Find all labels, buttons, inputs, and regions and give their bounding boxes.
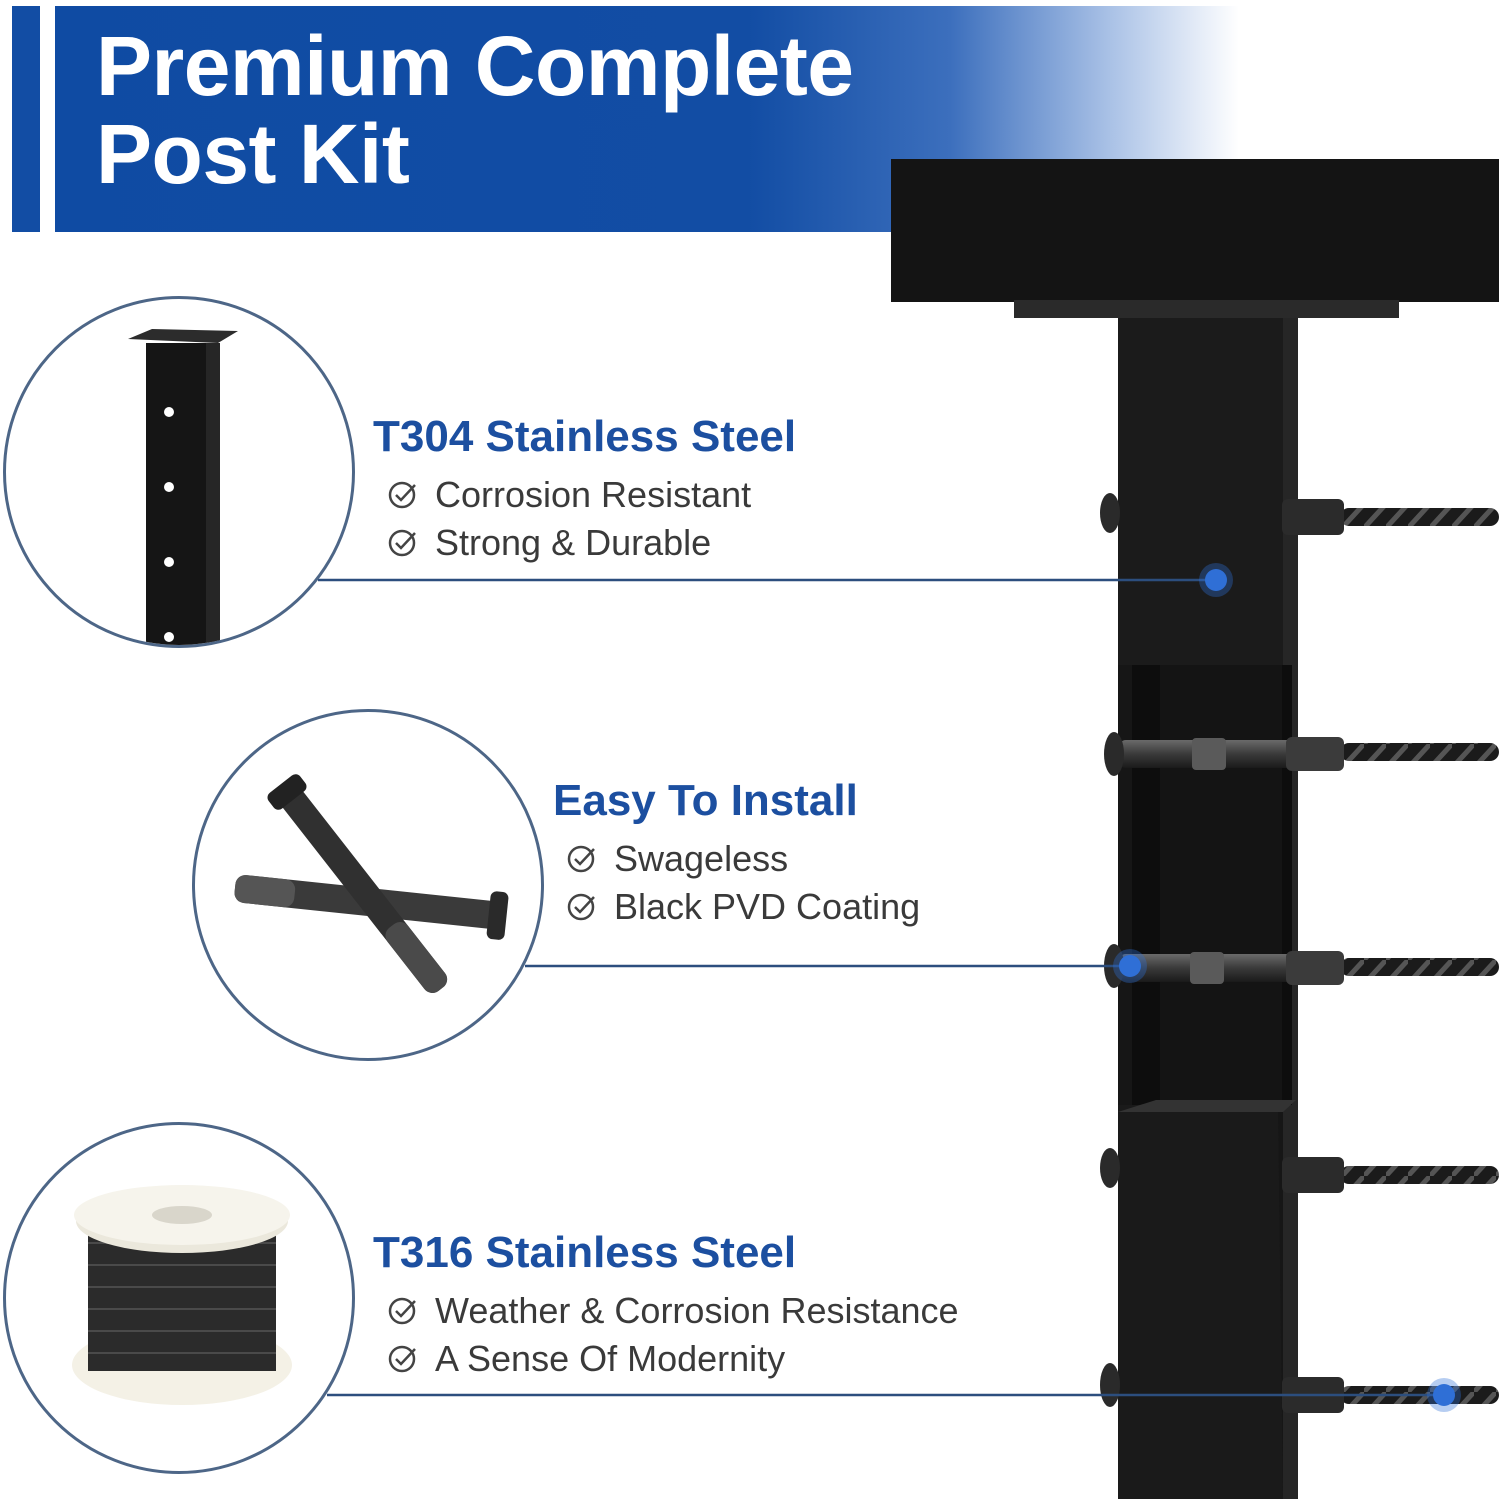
feature-bullet: Corrosion Resistant [388,473,751,517]
tensioner-collar-3 [1286,951,1344,985]
thumbnail-circle-tensioners [192,709,544,1061]
tensioner-hex-3 [1190,952,1224,984]
bolt-head-4 [1100,1148,1120,1188]
tensioner-bolts-icon [234,774,509,993]
post-lip [1118,1100,1296,1112]
thumbnail-circle-spool [3,1122,355,1474]
feature-title-t304: T304 Stainless Steel [373,412,797,461]
feature-title-t316: T316 Stainless Steel [373,1228,797,1277]
top-rail [891,159,1499,302]
cable-1 [1340,508,1499,526]
feature-bullet: Black PVD Coating [567,885,920,929]
bolt-head-2 [1104,732,1124,776]
bullet-text: Corrosion Resistant [435,474,752,515]
tensioner-collar-2 [1286,737,1344,771]
fitting-1 [1282,499,1344,535]
cable-4 [1340,1166,1499,1184]
bullet-text: Swageless [614,838,789,879]
post-icon [128,329,238,645]
callout-dot-1 [1205,569,1227,591]
check-circle-icon [388,481,416,509]
check-circle-icon [567,893,595,921]
post-cutout-inner [1160,665,1282,1105]
post-face-lower [1118,1105,1283,1499]
callout-dot-3 [1433,1384,1455,1406]
post-face-upper [1118,318,1283,665]
cable-2 [1340,743,1499,761]
bolt-head-1 [1100,493,1120,533]
bullet-text: Black PVD Coating [614,886,921,927]
feature-bullet: Strong & Durable [388,521,711,565]
cable-3 [1340,958,1499,976]
feature-bullet: Swageless [567,837,788,881]
check-circle-icon [388,529,416,557]
cable-spool-icon [72,1185,292,1405]
rail-plate [1014,300,1399,318]
feature-bullet: A Sense Of Modernity [388,1337,785,1381]
feature-bullet: Weather & Corrosion Resistance [388,1289,959,1333]
feature-title-install: Easy To Install [553,776,858,825]
bullet-text: Weather & Corrosion Resistance [435,1290,959,1331]
thumbnail-circle-post [3,296,355,648]
callout-dot-2 [1119,955,1141,977]
fitting-4 [1282,1157,1344,1193]
check-circle-icon [388,1345,416,1373]
bolt-head-5 [1100,1363,1120,1407]
bullet-text: A Sense Of Modernity [435,1338,786,1379]
banner-stripe [12,6,40,232]
bullet-text: Strong & Durable [435,522,712,563]
tensioner-hex-2 [1192,738,1226,770]
check-circle-icon [388,1297,416,1325]
check-circle-icon [567,845,595,873]
page-title: Premium Complete Post Kit [96,19,854,201]
